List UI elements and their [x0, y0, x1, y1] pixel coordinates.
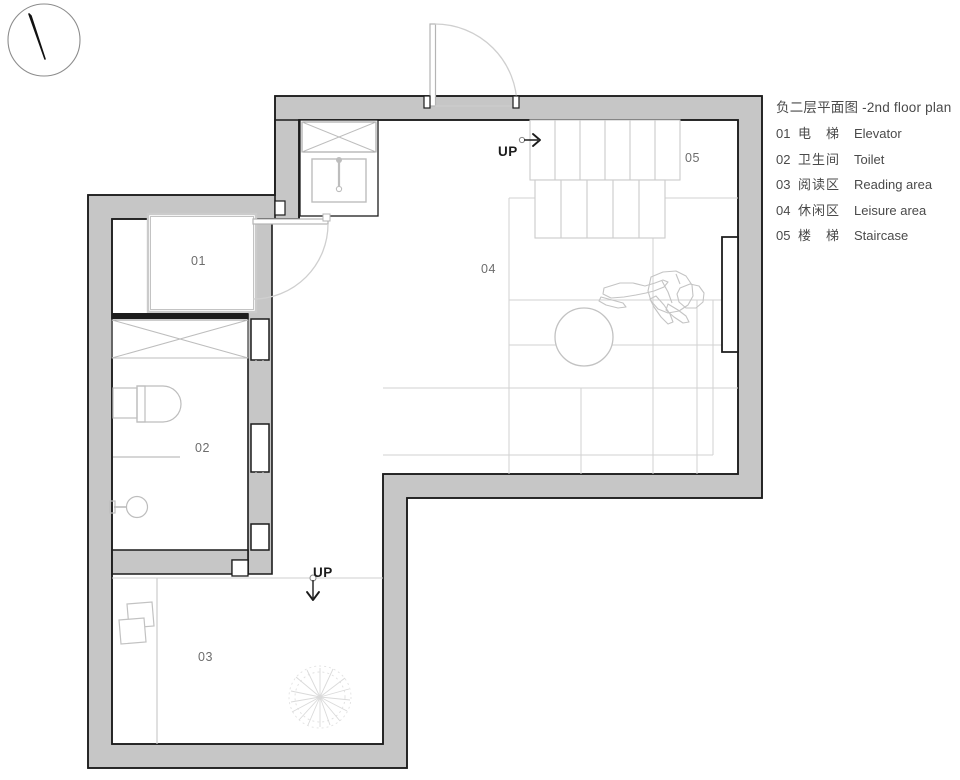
- legend-item-leisure-area: 04 休闲区 Leisure area: [776, 200, 960, 219]
- legend-cn-01: 电 梯: [798, 126, 841, 141]
- legend-cn-04: 休闲区: [798, 202, 841, 218]
- round-table: [554, 307, 614, 367]
- legend-cn-03: 阅读区: [798, 177, 841, 192]
- room-02-toilet-fixtures: [109, 385, 182, 519]
- legend-en-05: Staircase: [854, 228, 909, 243]
- stair-up-label: UP: [498, 144, 518, 159]
- tree-symbol: [288, 665, 352, 729]
- legend-en-01: Elevator: [854, 126, 902, 141]
- legend-num-01: 01: [776, 126, 791, 141]
- wall-openings: [231, 200, 286, 577]
- legend-en-04: Leisure area: [854, 202, 927, 218]
- floor-up-label: UP: [313, 565, 333, 580]
- legend-title: 负二层平面图 -2nd floor plan: [776, 100, 952, 115]
- legend-num-04: 04: [776, 202, 791, 218]
- legend-cn-05: 楼 梯: [798, 228, 841, 243]
- legend-item-toilet: 02 卫生间 Toilet: [776, 149, 960, 168]
- staircase-05: [518, 119, 681, 239]
- person-figure: [598, 270, 705, 325]
- entrance-door-top: [423, 23, 520, 109]
- room-03-reading-area: [112, 577, 383, 744]
- legend-en-03: Reading area: [854, 177, 933, 192]
- elevator-door: [252, 213, 331, 300]
- room-label-04: 04: [481, 262, 496, 276]
- legend-item-elevator: 01 电 梯 Elevator: [776, 123, 960, 142]
- room-04-floor-grid: [383, 197, 738, 474]
- floor-up-arrow: [306, 574, 320, 601]
- window-niche-right: [721, 236, 739, 353]
- legend-num-03: 03: [776, 177, 791, 192]
- washbasin-area: [299, 119, 379, 217]
- room-label-02: 02: [195, 441, 210, 455]
- north-arrow-icon: [7, 3, 81, 77]
- legend-item-staircase: 05 楼 梯 Staircase: [776, 225, 960, 244]
- legend-num-02: 02: [776, 151, 791, 167]
- sliding-door-panels: [231, 318, 270, 575]
- legend-en-02: Toilet: [854, 151, 885, 167]
- wall-outlines: [87, 95, 763, 769]
- room-01-elevator: [112, 212, 258, 319]
- legend-cn-02: 卫生间: [798, 151, 841, 167]
- room-label-05: 05: [685, 151, 700, 165]
- legend-item-reading-area: 03 阅读区 Reading area: [776, 174, 960, 193]
- room-label-01: 01: [191, 254, 206, 268]
- legend-num-05: 05: [776, 228, 791, 243]
- room-label-03: 03: [198, 650, 213, 664]
- storage-cabinet-hatch-lower: [111, 319, 249, 359]
- legend-panel: 负二层平面图 -2nd floor plan 01 电 梯 Elevator 0…: [776, 96, 960, 251]
